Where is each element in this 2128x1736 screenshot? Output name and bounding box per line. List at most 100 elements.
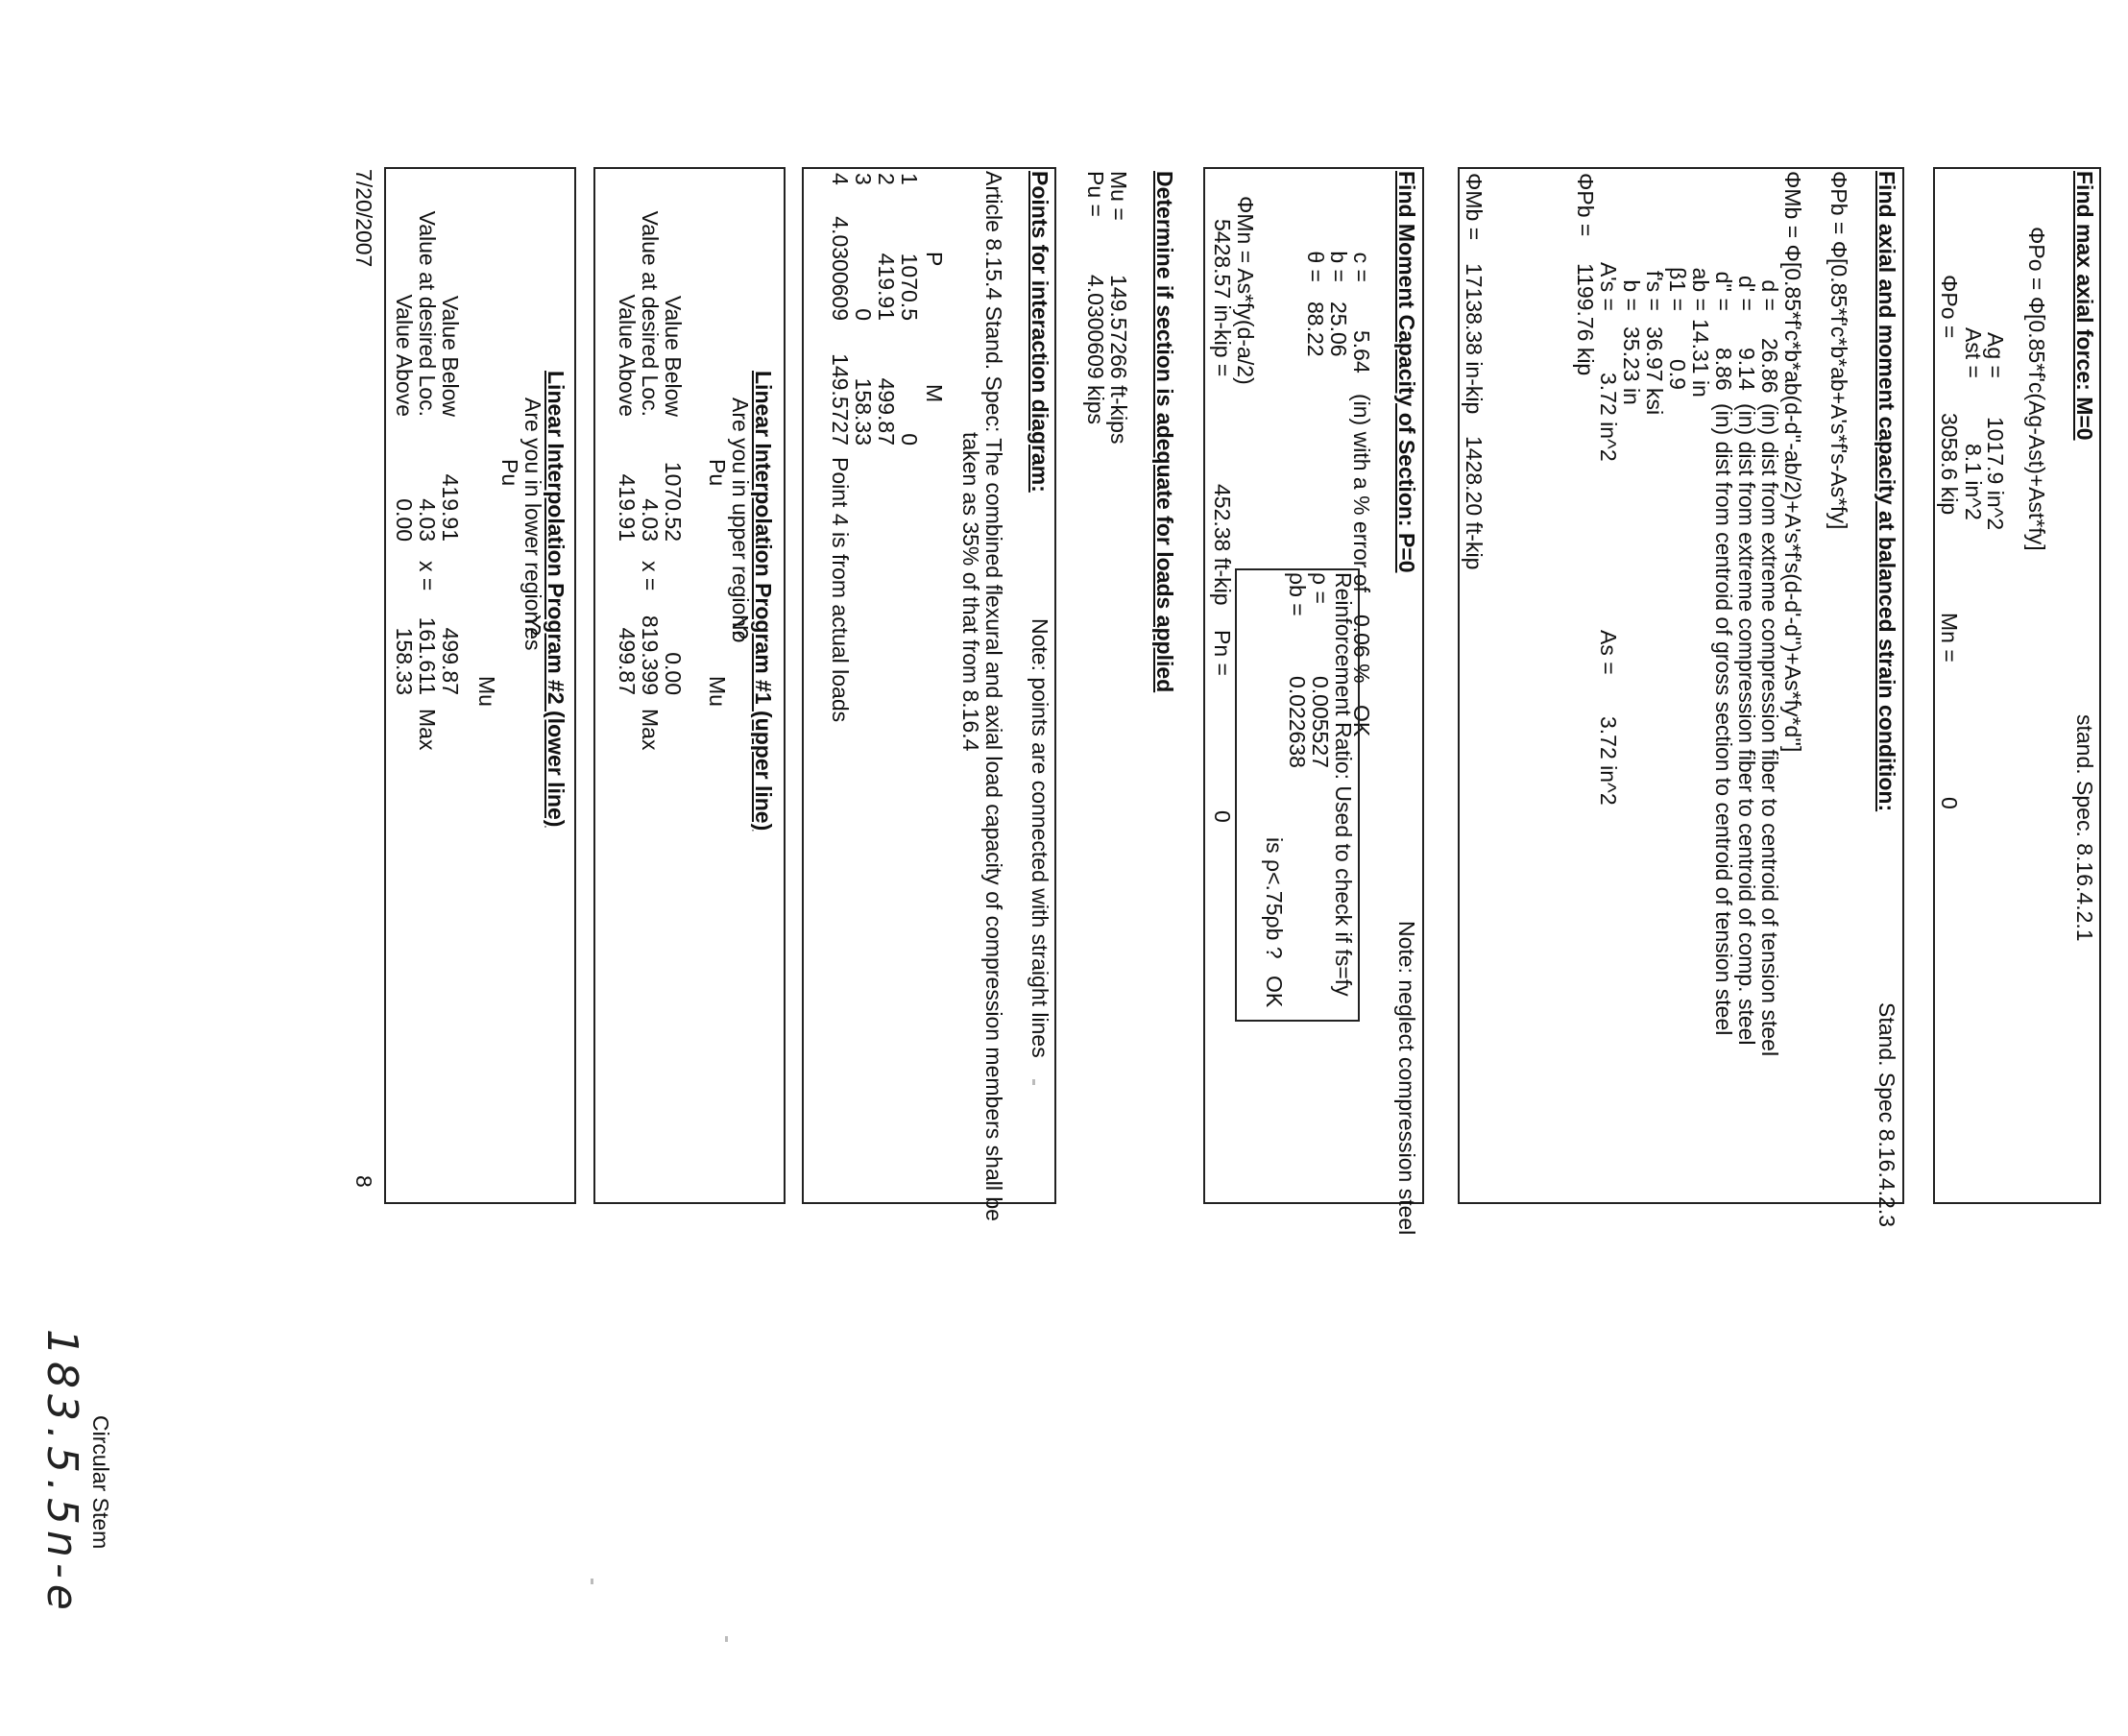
param-value-d-prime: 9.14	[1734, 348, 1759, 391]
interpolation-2-title: Linear Interpolation Program #2 (lower l…	[544, 371, 568, 828]
theta-label: θ =	[1303, 251, 1328, 282]
scan-speck	[725, 1636, 728, 1642]
pb-formula: ΦPb = Φ[0.85*f'c*b*ab+A's*f's-As*fy]	[1826, 171, 1851, 530]
ast-label: Ast =	[1961, 326, 1986, 378]
interpolation-2-below-mu: 499.87	[438, 627, 463, 695]
point-m-value: 0	[897, 433, 922, 446]
rho-label: ρ =	[1308, 572, 1333, 604]
point-number: 4	[828, 173, 853, 185]
mb-formula: ΦMb = Φ[0.85*f'c*b*ab(d-d''-ab/2)+A's*f'…	[1780, 171, 1805, 753]
mn-value: 0	[1937, 797, 1962, 809]
point-m-value: 158.33	[851, 377, 876, 446]
handwritten-note: 183.5.5n-e	[37, 1329, 86, 1616]
interpolation-2-max-label: Max	[415, 709, 440, 751]
footer-date: 7/20/2007	[351, 169, 376, 268]
rho-value: 0.005527	[1308, 676, 1333, 768]
param-value-b: 35.23 in	[1619, 326, 1644, 405]
mb-ftkip-value: 1428.20 ft-kip	[1462, 436, 1487, 570]
mb-label: ΦMb =	[1462, 173, 1487, 241]
mb-value: 17138.38 in-kip	[1462, 263, 1487, 415]
interpolation-2-desired-pu: 4.03	[415, 498, 440, 542]
interpolation-1-above-pu: 419.91	[615, 473, 640, 542]
interpolation-1-col-mu: Mu	[705, 676, 730, 707]
pn-value: 0	[1210, 810, 1235, 823]
interaction-points-title: Points for interaction diagram:	[1028, 171, 1052, 493]
param-value-ab: 14.31 in	[1688, 319, 1713, 398]
neglect-steel-note: Note: neglect compression steel	[1394, 921, 1419, 1236]
po-label: ΦPo =	[1937, 275, 1962, 339]
footer-title: Circular Stem	[88, 1415, 113, 1550]
section-max-axial-title: Find max axial force: M=0	[2072, 171, 2097, 441]
param-value-d: 26.86	[1757, 338, 1782, 394]
point-p-value: 419.91	[874, 253, 899, 321]
interpolation-1-below-pu: 1070.52	[661, 461, 686, 542]
interpolation-2-col-pu: Pu	[497, 459, 522, 487]
mn-label: Mn =	[1937, 613, 1962, 663]
param-note-d-prime: (in) dist from extreme compression fiber…	[1734, 403, 1759, 1046]
point-note: Point 4 is from actual loads	[828, 457, 853, 723]
point-p-value: 0	[851, 308, 876, 321]
interpolation-2-desired-label: Value at desired Loc.	[415, 210, 440, 417]
interpolation-2-desired-mu: 161.611	[415, 616, 440, 695]
interpolation-2-answer: Yes	[520, 615, 545, 651]
article-text-line2: taken as 35% of that from 8.16.4	[958, 432, 983, 752]
interpolation-1-above-mu: 499.87	[615, 627, 640, 695]
spec-reference: stand. Spec. 8.16.4.2.1	[2072, 714, 2097, 942]
interpolation-1-max-label: Max	[638, 709, 663, 751]
param-note-d-double-prime: (in) dist from centroid of gross section…	[1711, 403, 1736, 1036]
pb-value: 1199.76 kip	[1573, 263, 1598, 376]
col-header-p: P	[922, 252, 947, 267]
rotated-sheet: Find max axial force: M=0 stand. Spec. 8…	[17, 42, 2111, 1694]
param-label-d: d =	[1757, 279, 1782, 311]
interpolation-1-answer: No	[728, 615, 753, 643]
interpolation-2-above-mu: 158.33	[392, 627, 417, 695]
pn-label: Pn =	[1210, 630, 1235, 676]
mn-ftkip-value: 452.38 ft-kip	[1210, 484, 1235, 606]
interpolation-1-question: Are you in upper region?	[728, 398, 753, 639]
pu-label: Pu =	[1083, 171, 1108, 217]
footer-page-number: 8	[351, 1175, 376, 1188]
pu-value: 4.0300609 kips	[1083, 275, 1108, 425]
section-balanced-title: Find axial and moment capacity at balanc…	[1874, 171, 1899, 812]
ag-value: 1017.9 in^2	[1983, 417, 2008, 531]
reinforcement-ratio-title: Reinforcement Ratio: Used to check if fs…	[1331, 572, 1356, 997]
point-number: 3	[851, 173, 876, 185]
mu-value: 149.57266 ft-kips	[1106, 275, 1131, 445]
scan-speck	[591, 1579, 593, 1584]
interpolation-2-above-label: Value Above	[392, 294, 417, 417]
interaction-note: Note: points are connected with straight…	[1028, 618, 1052, 1058]
param-note-d: (in) dist from extreme compression fiber…	[1757, 403, 1782, 1057]
c-error-note: (in) with a % error of	[1349, 394, 1374, 593]
mn-inkip-value: 5428.57 in-kip =	[1210, 219, 1235, 377]
as-label: As =	[1596, 630, 1621, 675]
param-label-fs-prime: f's =	[1642, 270, 1667, 311]
article-text-line1: Article 8.15.4 Stand. Spec: The combined…	[981, 171, 1006, 1221]
interpolation-1-desired-pu: 4.03	[638, 498, 663, 542]
ast-value: 8.1 in^2	[1961, 444, 1986, 520]
ag-label: Ag =	[1983, 332, 2008, 378]
section-moment-title: Find Moment Capacity of Section: P=0	[1394, 171, 1419, 573]
interpolation-1-col-pu: Pu	[705, 459, 730, 487]
pb-label: ΦPb =	[1573, 173, 1598, 237]
po-formula: ΦPo = Φ[0.85*f'c(Ag-Ast)+Ast*fy]	[2024, 227, 2049, 551]
point-number: 1	[897, 173, 922, 185]
theta-value: 88.22	[1303, 301, 1328, 357]
interpolation-1-below-mu: 0.00	[661, 652, 686, 695]
mu-label: Mu =	[1106, 171, 1131, 221]
interpolation-1-above-label: Value Above	[615, 294, 640, 417]
interpolation-2-below-pu: 419.91	[438, 473, 463, 542]
col-header-m: M	[922, 384, 947, 403]
rhob-label: ρb =	[1285, 572, 1310, 616]
c-value: 5.64	[1349, 330, 1374, 374]
interpolation-1-title: Linear Interpolation Program #1 (upper l…	[751, 371, 776, 832]
interpolation-2-question: Are you in lower region?	[520, 398, 545, 637]
interpolation-2-above-pu: 0.00	[392, 498, 417, 542]
point-p-value: 1070.5	[897, 253, 922, 321]
interpolation-1-desired-mu: 819.399	[638, 615, 663, 695]
interpolation-2-below-label: Value Below	[438, 295, 463, 417]
point-m-value: 149.5727	[828, 353, 853, 446]
adequacy-title: Determine if section is adequate for loa…	[1152, 171, 1177, 693]
param-label-ab: ab =	[1688, 267, 1713, 311]
rhob-value: 0.022638	[1285, 676, 1310, 768]
ratio-check-ok: OK	[1262, 976, 1287, 1008]
